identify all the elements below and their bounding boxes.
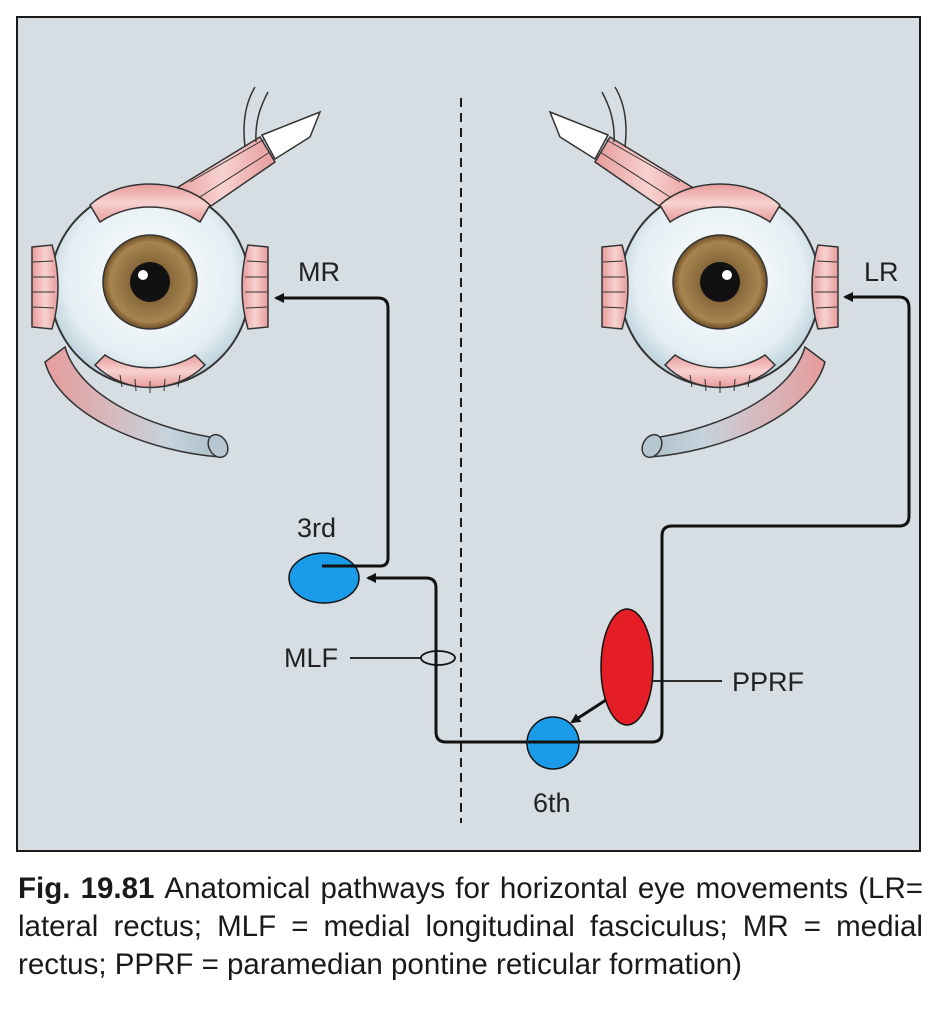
diagram-panel: MR LR 3rd 6th MLF PPRF: [16, 16, 921, 852]
figure-number: Fig. 19.81: [18, 872, 155, 905]
third-nucleus: [288, 552, 360, 604]
label-third: 3rd: [297, 513, 336, 543]
label-pprf: PPRF: [732, 667, 804, 697]
label-mlf: MLF: [284, 643, 338, 673]
caption-text: Anatomical pathways for horizontal eye m…: [18, 872, 923, 981]
label-mr: MR: [298, 257, 340, 287]
mlf-pathway: [366, 573, 528, 744]
pprf-arrow: [570, 698, 607, 724]
pprf-nucleus: [600, 608, 654, 726]
sixth-nerve-pathway: [528, 292, 911, 744]
label-lr: LR: [864, 257, 899, 287]
label-sixth: 6th: [533, 788, 571, 818]
third-nerve-pathway: [274, 293, 390, 568]
